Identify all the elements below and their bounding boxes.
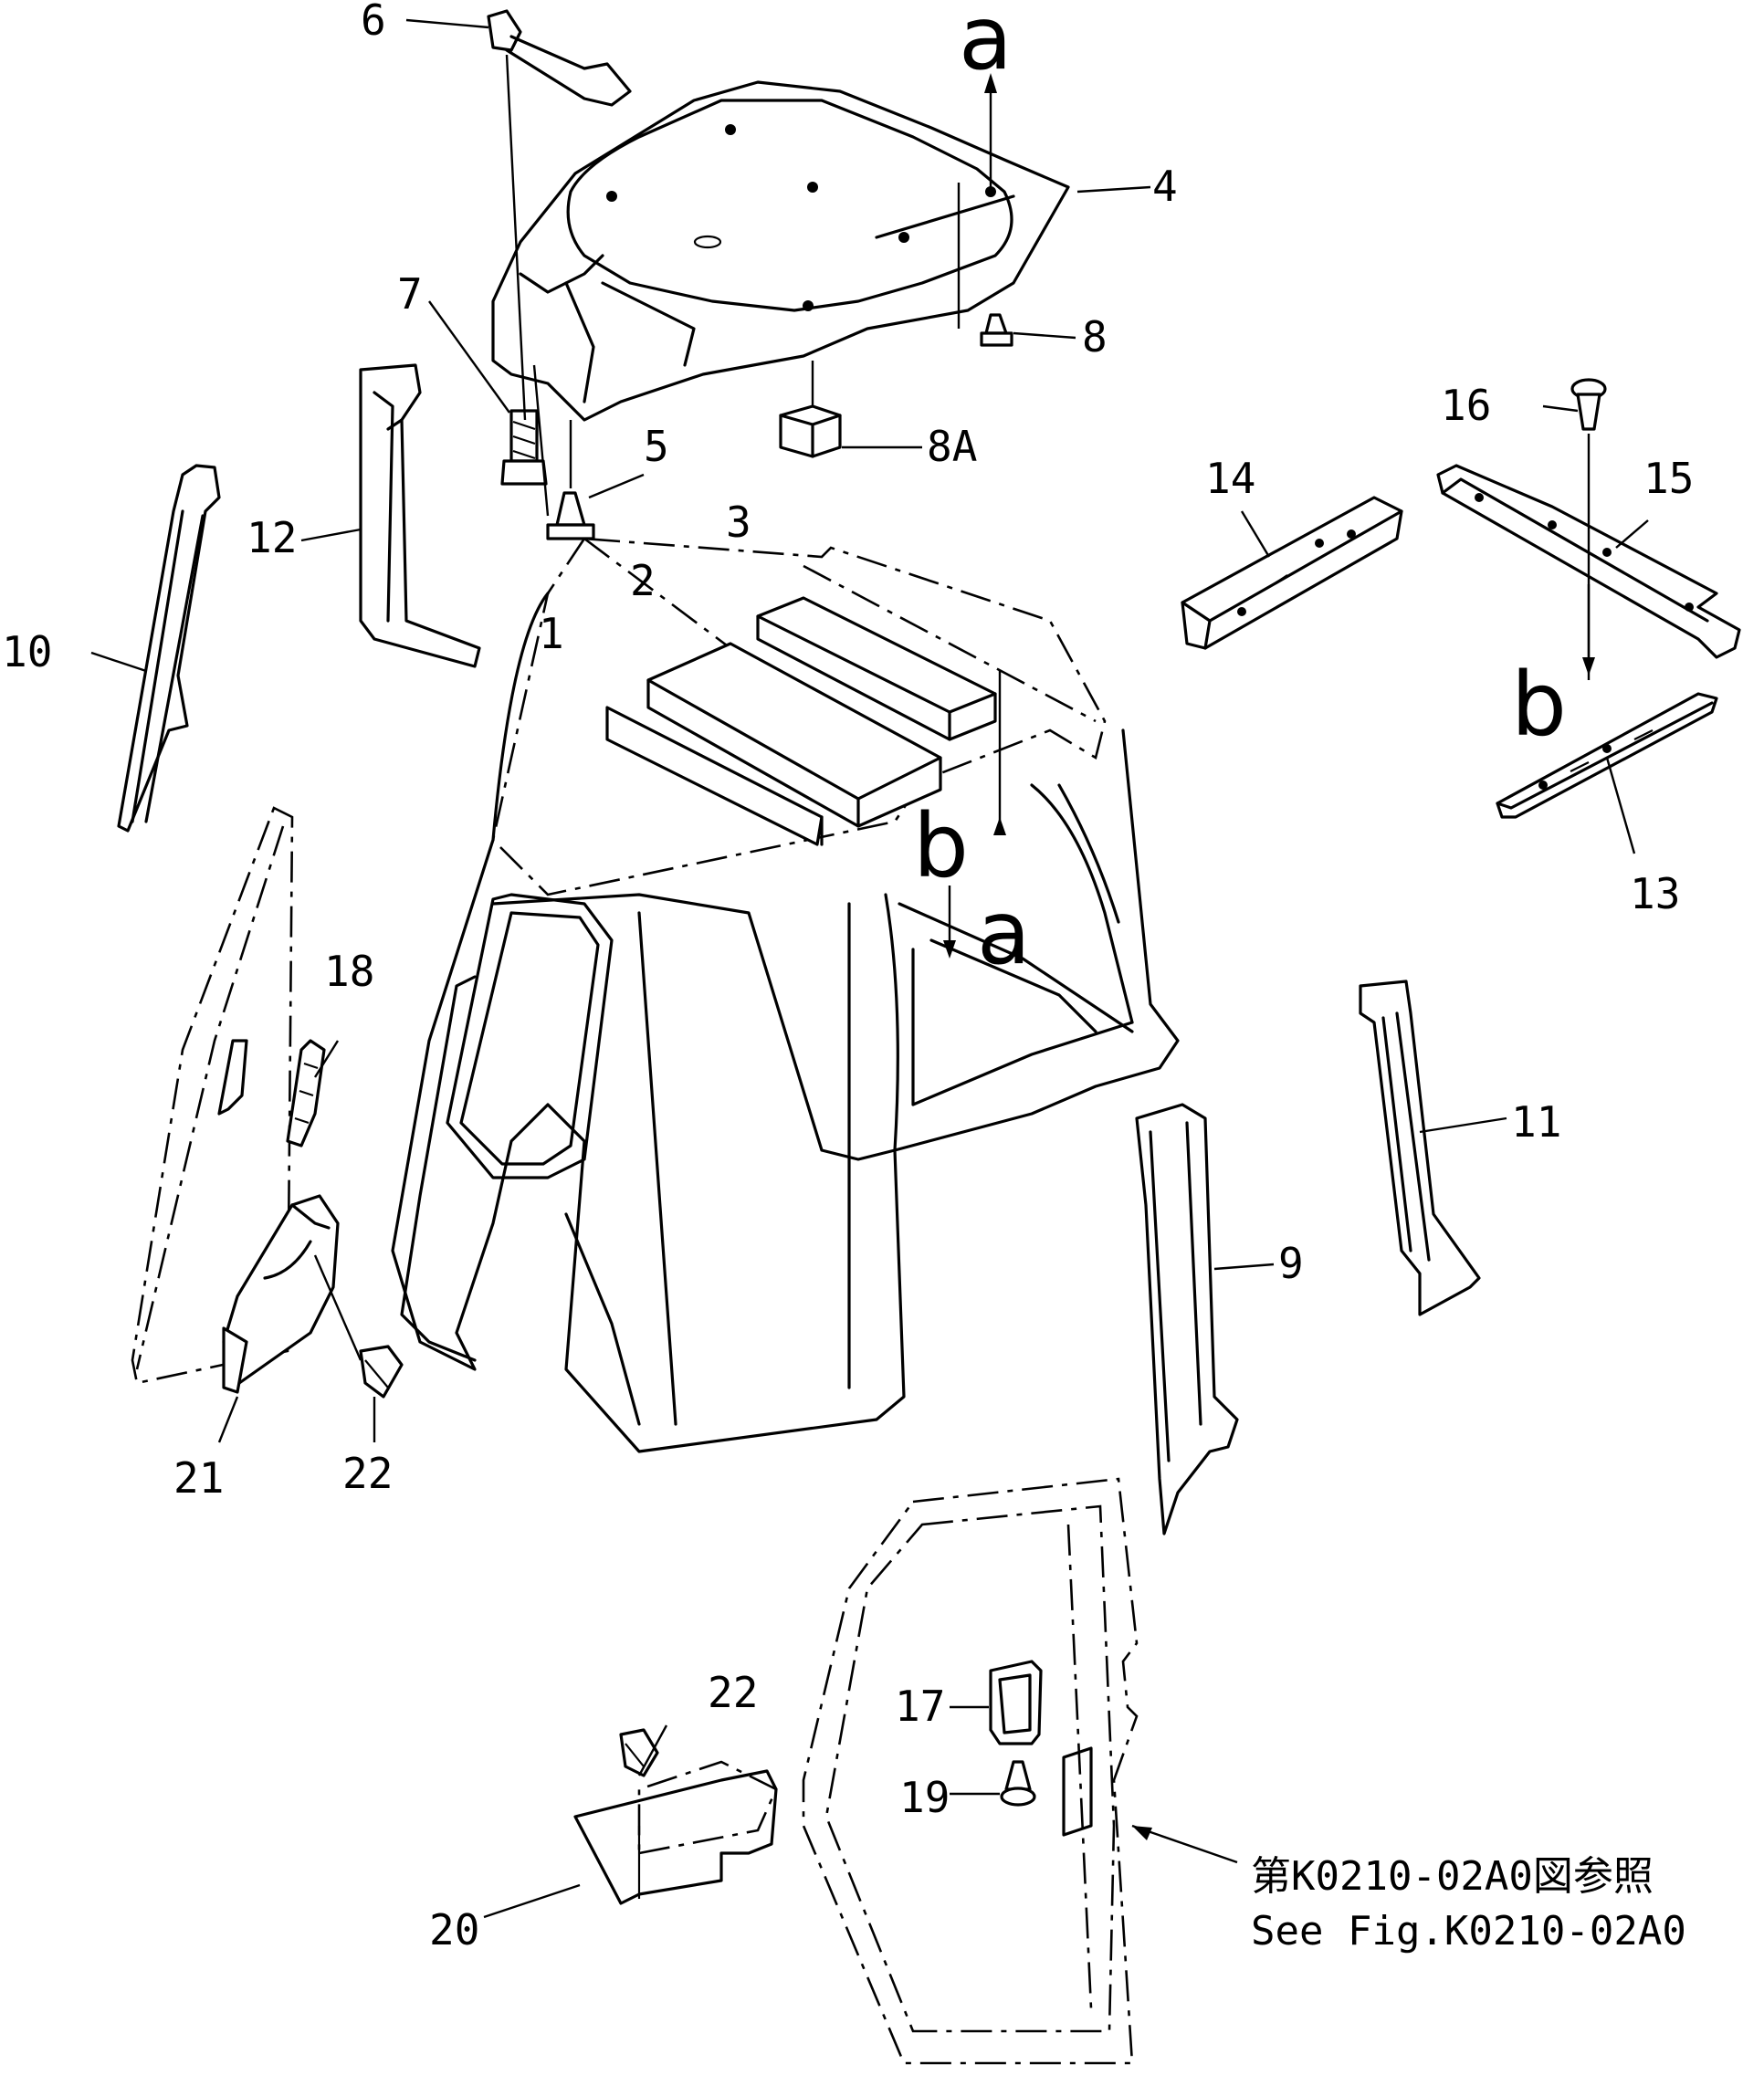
part-22-bolt-lower bbox=[619, 1728, 659, 1777]
door-pocket bbox=[1062, 1746, 1093, 1837]
reference-note-en: See Fig.K0210-02A0 bbox=[1251, 1908, 1686, 1954]
callout-9: 9 bbox=[1278, 1239, 1304, 1288]
reference-note-jp: 第K0210-02A0図参照 bbox=[1251, 1853, 1654, 1900]
callout-3: 3 bbox=[726, 498, 751, 547]
callout-19: 19 bbox=[899, 1773, 950, 1822]
callout-18: 18 bbox=[324, 947, 374, 996]
roof-pads bbox=[605, 596, 997, 846]
part-20-pocket bbox=[573, 1760, 778, 1905]
part-6-handle bbox=[487, 9, 632, 107]
part-14-rail bbox=[1181, 496, 1403, 650]
view-marker-a-center: a bbox=[977, 882, 1031, 984]
callout-22-upper: 22 bbox=[342, 1449, 393, 1498]
callout-4: 4 bbox=[1152, 162, 1178, 211]
view-marker-b-right: b bbox=[1511, 654, 1567, 756]
callout-21: 21 bbox=[173, 1453, 224, 1503]
left-door-trim bbox=[131, 806, 294, 1385]
part-5-clip bbox=[546, 491, 595, 540]
callout-13: 13 bbox=[1630, 869, 1680, 918]
part-9-pillar-trim bbox=[1135, 1103, 1239, 1535]
door bbox=[802, 1477, 1139, 2065]
callout-20: 20 bbox=[429, 1905, 479, 1954]
view-arrows bbox=[943, 73, 1595, 959]
part-7-bolt bbox=[500, 409, 548, 486]
callout-8: 8 bbox=[1082, 312, 1108, 362]
callout-11: 11 bbox=[1511, 1097, 1561, 1147]
callout-5: 5 bbox=[644, 422, 669, 471]
view-marker-labels: a b b a bbox=[913, 0, 1567, 984]
callout-7: 7 bbox=[397, 269, 423, 319]
callout-2: 2 bbox=[630, 556, 656, 605]
roof-pad-2 bbox=[646, 642, 942, 828]
leader-lines bbox=[90, 18, 1649, 1919]
reference-note: 第K0210-02A0図参照 See Fig.K0210-02A0 bbox=[1251, 1853, 1686, 1954]
cab-frame bbox=[391, 537, 1180, 1453]
part-13-rail bbox=[1496, 692, 1718, 819]
callout-labels: 6 4 7 8 8A 5 12 10 3 2 1 14 16 15 13 18 … bbox=[2, 0, 1694, 1954]
view-marker-b-center: b bbox=[913, 795, 969, 897]
callout-14: 14 bbox=[1205, 454, 1255, 503]
part-22-bolt-upper bbox=[359, 1345, 404, 1399]
callout-8a: 8A bbox=[927, 422, 977, 471]
headliner-4 bbox=[491, 80, 1070, 422]
callout-22-lower: 22 bbox=[708, 1668, 758, 1717]
callout-16: 16 bbox=[1441, 381, 1491, 430]
part-18-pad bbox=[286, 1039, 326, 1148]
part-16-clip bbox=[1570, 378, 1607, 431]
part-21-armrest bbox=[222, 1194, 340, 1394]
part-15-rail bbox=[1436, 464, 1741, 659]
view-marker-a-top: a bbox=[959, 0, 1013, 89]
roof-pad-1 bbox=[605, 706, 824, 846]
callout-1: 1 bbox=[539, 609, 564, 658]
callout-12: 12 bbox=[247, 513, 297, 562]
part-11-pillar-trim bbox=[1359, 980, 1481, 1316]
part-17-handle bbox=[989, 1660, 1043, 1745]
callout-10: 10 bbox=[2, 627, 52, 676]
callout-6: 6 bbox=[361, 0, 386, 45]
part-10-pillar-trim bbox=[117, 464, 221, 833]
part-8a-block bbox=[779, 404, 842, 458]
part-19-clip bbox=[1000, 1760, 1036, 1807]
part-12-pillar-trim bbox=[359, 363, 481, 668]
callout-15: 15 bbox=[1643, 454, 1694, 503]
callout-17: 17 bbox=[895, 1682, 945, 1731]
part-8-clip bbox=[980, 313, 1013, 347]
